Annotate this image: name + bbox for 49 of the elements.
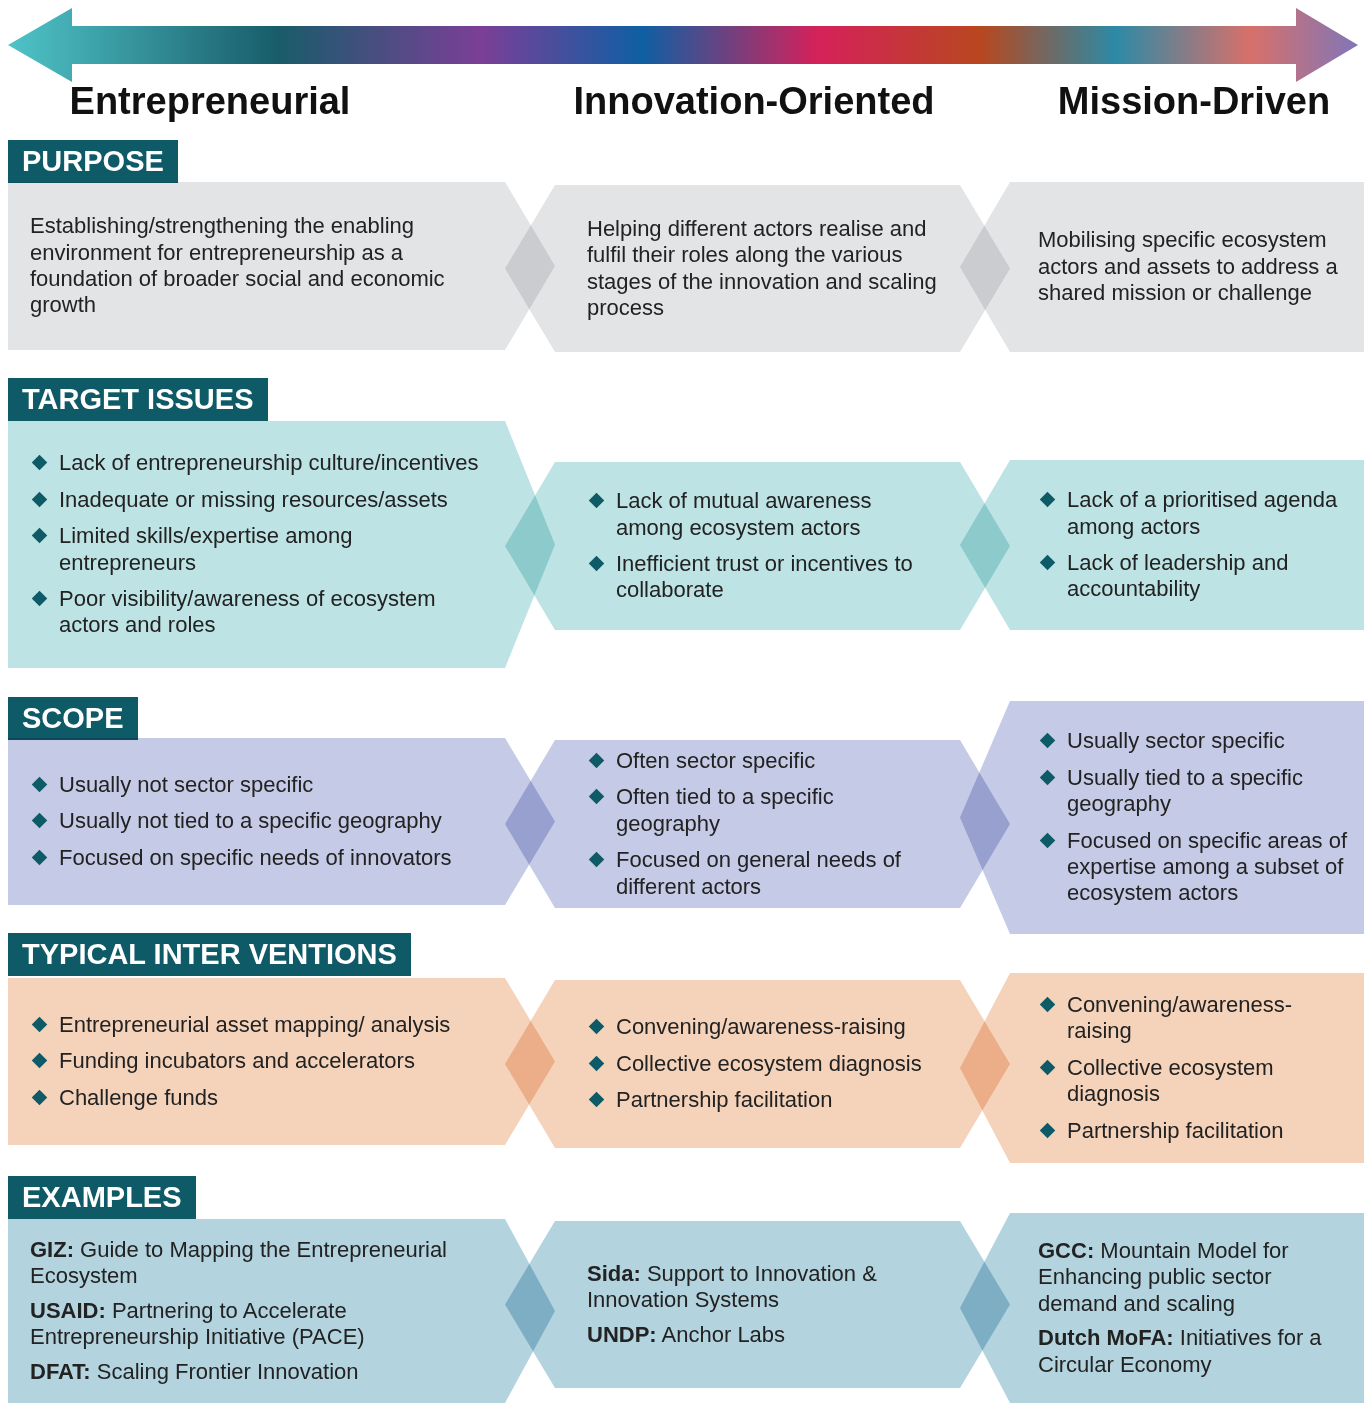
chevron-panel bbox=[960, 973, 1364, 1163]
bullet-text: Usually tied to a specific geography bbox=[1067, 764, 1304, 818]
bullet-text: Lack of mutual awareness among ecosystem actors bbox=[616, 488, 873, 541]
example-text: UNDP: Anchor Labs bbox=[587, 1321, 787, 1349]
example-text: DFAT: Scaling Frontier Innovation bbox=[30, 1358, 360, 1385]
bullet-text: Limited skills/expertise among entrepreneurs bbox=[59, 523, 354, 576]
chevron-panel bbox=[960, 701, 1364, 934]
bullet-text: Inefficient trust or incentives to collaborate bbox=[616, 551, 914, 604]
bullet-text: Often sector specific bbox=[616, 748, 816, 775]
panel-text: Helping different actors realise and fulfil their roles along the various stages of the innovation and scaling process bbox=[587, 215, 938, 322]
bullet-text: Usually not tied to a specific geography bbox=[59, 808, 442, 835]
example-text: USAID: Partnering to Accelerate Entrepreneurship Initiative (PACE) bbox=[30, 1297, 366, 1351]
bullet-text: Lack of leadership and accountability bbox=[1067, 550, 1290, 603]
bullet-text: Focused on specific needs of innovators bbox=[59, 844, 452, 872]
bullet-text: Convening/awareness-raising bbox=[616, 1014, 906, 1041]
bullet-text: Usually not sector specific bbox=[59, 771, 314, 799]
section-header: EXAMPLES bbox=[8, 1176, 196, 1219]
bullet-text: Often tied to a specific geography bbox=[616, 784, 835, 838]
bullet-text: Challenge funds bbox=[59, 1084, 218, 1112]
section-header: SCOPE bbox=[8, 697, 138, 740]
bullet-text: Lack of entrepreneurship culture/incentives bbox=[59, 450, 479, 477]
example-text: GIZ: Guide to Mapping the Entrepreneurial Ecosystem bbox=[30, 1237, 448, 1290]
bullet-text: Convening/awareness- raising bbox=[1067, 992, 1294, 1045]
column-title: Innovation-Oriented bbox=[573, 80, 935, 123]
bullet-text: Partnership facilitation bbox=[1067, 1117, 1284, 1144]
chevron-panel bbox=[960, 460, 1364, 630]
bullet-text: Inadequate or missing resources/assets bbox=[59, 486, 448, 514]
example-text: Dutch MoFA: Initiatives for a Circular Economy bbox=[1038, 1325, 1323, 1378]
example-text: Sida: Support to Innovation & Innovation Systems bbox=[587, 1260, 878, 1314]
column-title: Mission-Driven bbox=[1057, 80, 1331, 123]
chevron-panel bbox=[960, 1213, 1364, 1403]
bullet-text: Entrepreneurial asset mapping/ analysis bbox=[59, 1011, 451, 1039]
bullet-text: Usually sector specific bbox=[1067, 728, 1285, 755]
bullet-text: Funding incubators and accelerators bbox=[59, 1048, 415, 1075]
example-text: GCC: Mountain Model for Enhancing public sector demand and scaling bbox=[1038, 1238, 1290, 1318]
section-header: PURPOSE bbox=[8, 140, 178, 183]
bullet-text: Lack of a prioritised agenda among actors bbox=[1067, 487, 1339, 540]
panel-text: Mobilising specific ecosystem actors and assets to address a shared mission or challenge bbox=[1038, 227, 1339, 307]
column-title: Entrepreneurial bbox=[69, 80, 351, 123]
bullet-text: Poor visibility/awareness of ecosystem actors and roles bbox=[59, 585, 437, 639]
bullet-text: Focused on general needs of different actors bbox=[616, 847, 902, 900]
section-header: TYPICAL INTER VENTIONS bbox=[8, 933, 411, 976]
bullet-text: Collective ecosystem diagnosis bbox=[616, 1050, 922, 1078]
bullet-text: Collective ecosystem diagnosis bbox=[1067, 1054, 1275, 1108]
chevron-panel bbox=[960, 182, 1364, 352]
panel-text: Establishing/strengthening the enabling environment for entrepreneurship as a foundation of broader social and economic growth bbox=[30, 213, 446, 319]
section-header: TARGET ISSUES bbox=[8, 378, 268, 421]
bullet-text: Partnership facilitation bbox=[616, 1087, 833, 1114]
bullet-text: Focused on specific areas of expertise among a subset of ecosystem actors bbox=[1067, 827, 1349, 907]
